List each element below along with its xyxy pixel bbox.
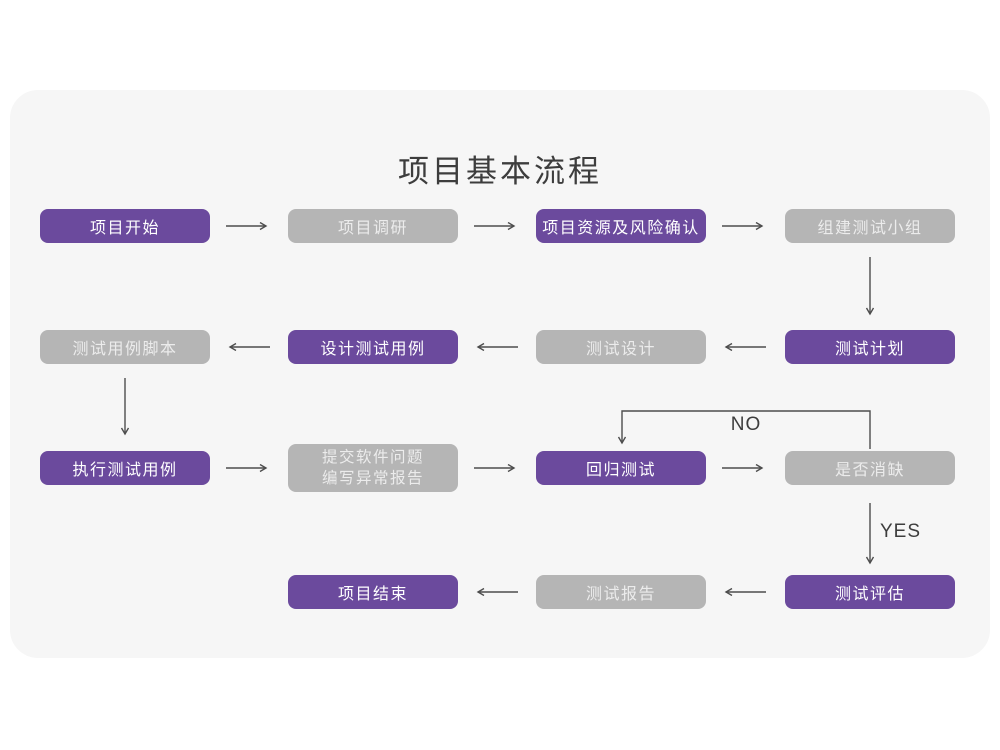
node-submit-issue-report: 提交软件问题 编写异常报告 xyxy=(288,444,458,492)
node-test-plan: 测试计划 xyxy=(785,330,955,364)
node-design-test-case: 设计测试用例 xyxy=(288,330,458,364)
flowchart-card xyxy=(10,90,990,658)
node-test-evaluation: 测试评估 xyxy=(785,575,955,609)
node-build-test-team: 组建测试小组 xyxy=(785,209,955,243)
node-execute-test-case: 执行测试用例 xyxy=(40,451,210,485)
node-project-end: 项目结束 xyxy=(288,575,458,609)
node-project-resources-risk: 项目资源及风险确认 xyxy=(536,209,706,243)
node-test-design: 测试设计 xyxy=(536,330,706,364)
node-test-case-script: 测试用例脚本 xyxy=(40,330,210,364)
node-test-report: 测试报告 xyxy=(536,575,706,609)
node-label-line2: 编写异常报告 xyxy=(321,470,424,487)
node-label-line1: 提交软件问题 xyxy=(321,449,424,466)
node-defect-cleared: 是否消缺 xyxy=(785,451,955,485)
node-project-start: 项目开始 xyxy=(40,209,210,243)
edge-label-no: NO xyxy=(730,414,762,435)
edge-label-yes: YES xyxy=(880,521,922,542)
node-regression-test: 回归测试 xyxy=(536,451,706,485)
node-project-research: 项目调研 xyxy=(288,209,458,243)
page-title: 项目基本流程 xyxy=(398,154,602,189)
